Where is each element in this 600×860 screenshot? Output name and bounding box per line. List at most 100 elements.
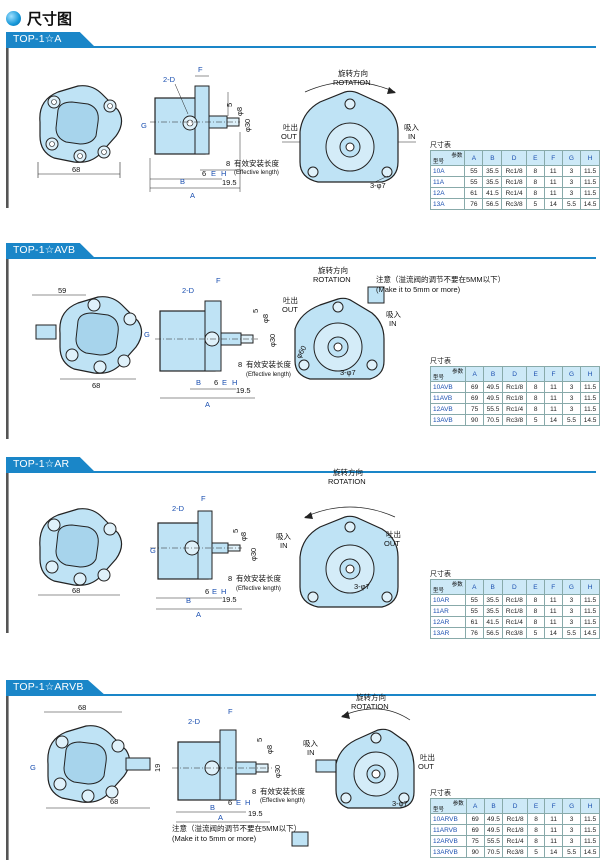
value-cell-d: Rc1/8 <box>501 176 527 188</box>
table-column-header: F <box>544 798 564 814</box>
corner-model-label: 型号 <box>433 375 445 381</box>
value-cell-f: 11 <box>543 381 563 393</box>
dim-19-5: 19.5 <box>236 386 251 395</box>
table-column-header: D <box>501 366 528 382</box>
value-cell-a: 90 <box>465 414 485 426</box>
table-column-header: D <box>501 579 528 595</box>
label-B: B <box>186 596 191 605</box>
section-header: TOP-1☆ARVB <box>6 680 596 696</box>
front-view: 68 <box>37 85 123 178</box>
corner-param-label: 参数 <box>452 369 464 375</box>
value-cell-e: 5 <box>525 198 545 210</box>
dim-68: 68 <box>72 165 80 174</box>
model-cell: 11AR <box>430 605 466 617</box>
value-cell-a: 76 <box>464 198 484 210</box>
in-cn: 吸入 <box>276 532 291 541</box>
value-cell-f: 11 <box>543 187 563 199</box>
value-cell-h: 14.5 <box>580 414 600 426</box>
section-top1-a: TOP-1☆A 68 2-D F <box>0 32 600 212</box>
eff-length-en: (Effective length) <box>260 798 305 804</box>
section-side-rule <box>6 259 8 439</box>
value-cell-f: 11 <box>543 176 563 188</box>
section-tab: TOP-1☆A <box>6 32 96 48</box>
model-cell: 13A <box>429 198 466 210</box>
table-column-header: B <box>483 366 503 382</box>
table-title: 尺寸表 <box>430 790 451 797</box>
value-cell-a: 61 <box>464 616 484 628</box>
out-cn: 吐出 <box>283 295 298 305</box>
dim-68-bottom: 68 <box>110 797 118 806</box>
value-cell-e: 5 <box>526 414 545 426</box>
value-cell-a: 55 <box>464 176 484 188</box>
eff-length-cn: 有效安装长度 <box>234 158 279 168</box>
label-G: G <box>150 546 156 555</box>
table-column-header: H <box>580 579 600 595</box>
value-cell-f: 11 <box>544 835 564 847</box>
label-F: F <box>198 65 203 74</box>
label-E: E <box>222 378 227 387</box>
value-cell-e: 8 <box>526 392 545 404</box>
section-header: TOP-1☆A <box>6 32 596 48</box>
value-cell-g: 3 <box>562 813 582 825</box>
in-en: IN <box>408 132 416 141</box>
label-B: B <box>180 177 185 186</box>
model-cell: 11ARVB <box>430 824 467 836</box>
side-view: 2-D F G 5 φ8 φ30 A B 19.5 6 E H 8 有效安装长度… <box>141 65 279 200</box>
dim-phi30: φ30 <box>249 548 258 561</box>
dim-5: 5 <box>225 103 234 107</box>
table-column-header: A <box>465 366 485 382</box>
note-cn: 注意（溢流阀的调节不要在5MM以下） <box>172 824 302 833</box>
value-cell-d: Rc1/8 <box>501 165 527 177</box>
out-cn: 吐出 <box>386 529 401 539</box>
section-tab: TOP-1☆ARVB <box>6 680 106 696</box>
section-rule <box>86 257 596 259</box>
value-cell-e: 8 <box>526 403 545 415</box>
table-column-header: G <box>561 579 582 595</box>
table-column-header: H <box>580 150 600 166</box>
value-cell-e: 5 <box>526 627 545 639</box>
value-cell-a: 55 <box>464 605 484 617</box>
value-cell-h: 11.5 <box>580 403 600 415</box>
value-cell-e: 8 <box>526 824 546 836</box>
value-cell-f: 11 <box>543 605 563 617</box>
dim-phi30: φ30 <box>268 334 277 347</box>
in-en: IN <box>307 748 315 757</box>
value-cell-h: 11.5 <box>580 176 600 188</box>
value-cell-b: 70.5 <box>483 414 503 426</box>
dim-6: 6 <box>205 587 209 596</box>
value-cell-b: 70.5 <box>483 846 504 858</box>
table-corner-cell: 参数型号 <box>429 366 467 382</box>
value-cell-d: Rc3/8 <box>502 846 528 858</box>
value-cell-g: 3 <box>561 187 582 199</box>
model-cell: 12AR <box>430 616 466 628</box>
value-cell-b: 35.5 <box>482 176 503 188</box>
dim-19-5: 19.5 <box>248 809 263 818</box>
dim-phi8: φ8 <box>265 745 274 754</box>
dim-phi30: φ30 <box>243 119 252 132</box>
value-cell-d: Rc1/4 <box>501 616 528 628</box>
value-cell-g: 3 <box>561 616 582 628</box>
value-cell-b: 35.5 <box>482 165 503 177</box>
section-tab: TOP-1☆AVB <box>6 243 96 259</box>
label-A: A <box>205 400 210 409</box>
dim-5: 5 <box>255 738 264 742</box>
value-cell-d: Rc1/4 <box>501 403 528 415</box>
section-side-rule <box>6 48 8 208</box>
value-cell-f: 11 <box>543 392 563 404</box>
label-A: A <box>190 191 195 200</box>
section-side-rule <box>8 473 9 633</box>
side-view: 2-D F 5 φ8 φ30 A B 19.5 6 E H 8 有效安装长度 (… <box>172 707 305 823</box>
eff-length-en: (Effective length) <box>236 586 281 592</box>
dim-phi8: φ8 <box>261 314 270 323</box>
